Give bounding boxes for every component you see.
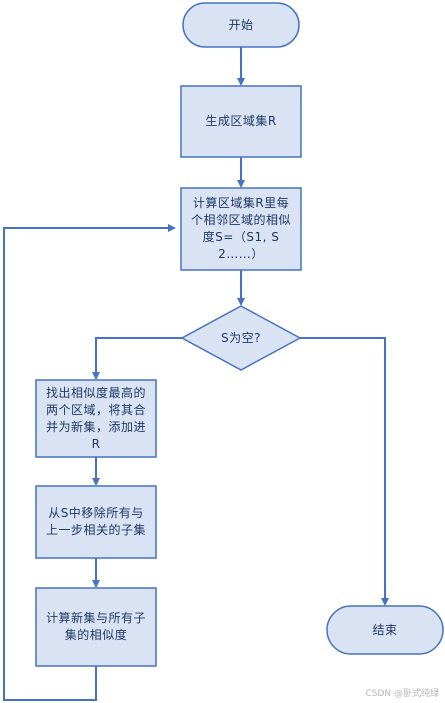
decision-diamond <box>180 305 302 371</box>
generate-label: 生成区域集R <box>205 114 277 128</box>
generate-process-box <box>180 85 302 158</box>
arrow-decision-to-end <box>300 337 389 606</box>
remove-process-box <box>35 485 157 559</box>
watermark: CSDN @卧式纯绿 <box>365 689 439 699</box>
arrow-loop-back-to-compute <box>3 224 176 701</box>
end-label: 结束 <box>372 622 398 637</box>
decision-label: S为空? <box>221 330 261 345</box>
compute-label: 计算区域集R里每个相邻区域的相似度S=（S1, S2……） <box>190 196 291 261</box>
compute-process-box <box>180 187 302 271</box>
recompute-process-box <box>35 587 157 667</box>
merge-process-box <box>35 379 157 458</box>
arrow-decision-to-merge <box>92 337 182 380</box>
end-terminal <box>326 605 444 655</box>
recompute-label: 计算新集与所有子集的相似度 <box>45 611 146 642</box>
remove-label: 从S中移除所有与上一步相关的子集 <box>45 506 146 537</box>
start-terminal <box>182 2 300 48</box>
merge-label: 找出相似度最高的两个区域，将其合并为新集，添加进R <box>45 385 146 451</box>
start-label: 开始 <box>228 17 254 32</box>
